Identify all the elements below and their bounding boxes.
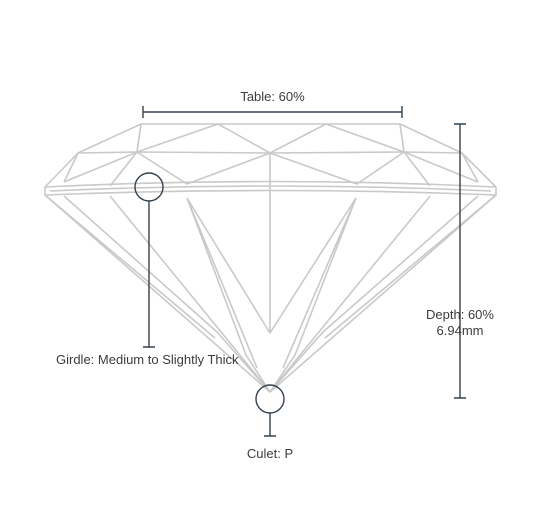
pavilion-right-facets — [269, 195, 479, 393]
measurement-markers — [134, 106, 466, 437]
girdle-label: Girdle: Medium to Slightly Thick — [56, 352, 239, 367]
pavilion-left-facets — [63, 195, 271, 393]
table-width-line — [142, 106, 403, 118]
crown-corner-facets — [63, 152, 479, 183]
pavilion-lower-girdle-facets — [44, 194, 497, 339]
kite-facets — [109, 151, 431, 187]
depth-mm-label: 6.94mm — [436, 323, 484, 338]
star-facets — [136, 123, 405, 154]
depth-percent-label: Depth: 60% — [426, 307, 494, 322]
depth-line — [454, 123, 466, 399]
girdle-pointer-line — [143, 201, 155, 348]
culet-circle — [255, 384, 285, 414]
table-label: Table: 60% — [240, 89, 305, 104]
depth-label: Depth: 60% 6.94mm — [420, 307, 500, 339]
crown-outline — [44, 123, 497, 188]
culet-pointer-line — [264, 413, 276, 437]
culet-label: Culet: P — [246, 446, 294, 461]
diamond-facets — [44, 123, 497, 393]
